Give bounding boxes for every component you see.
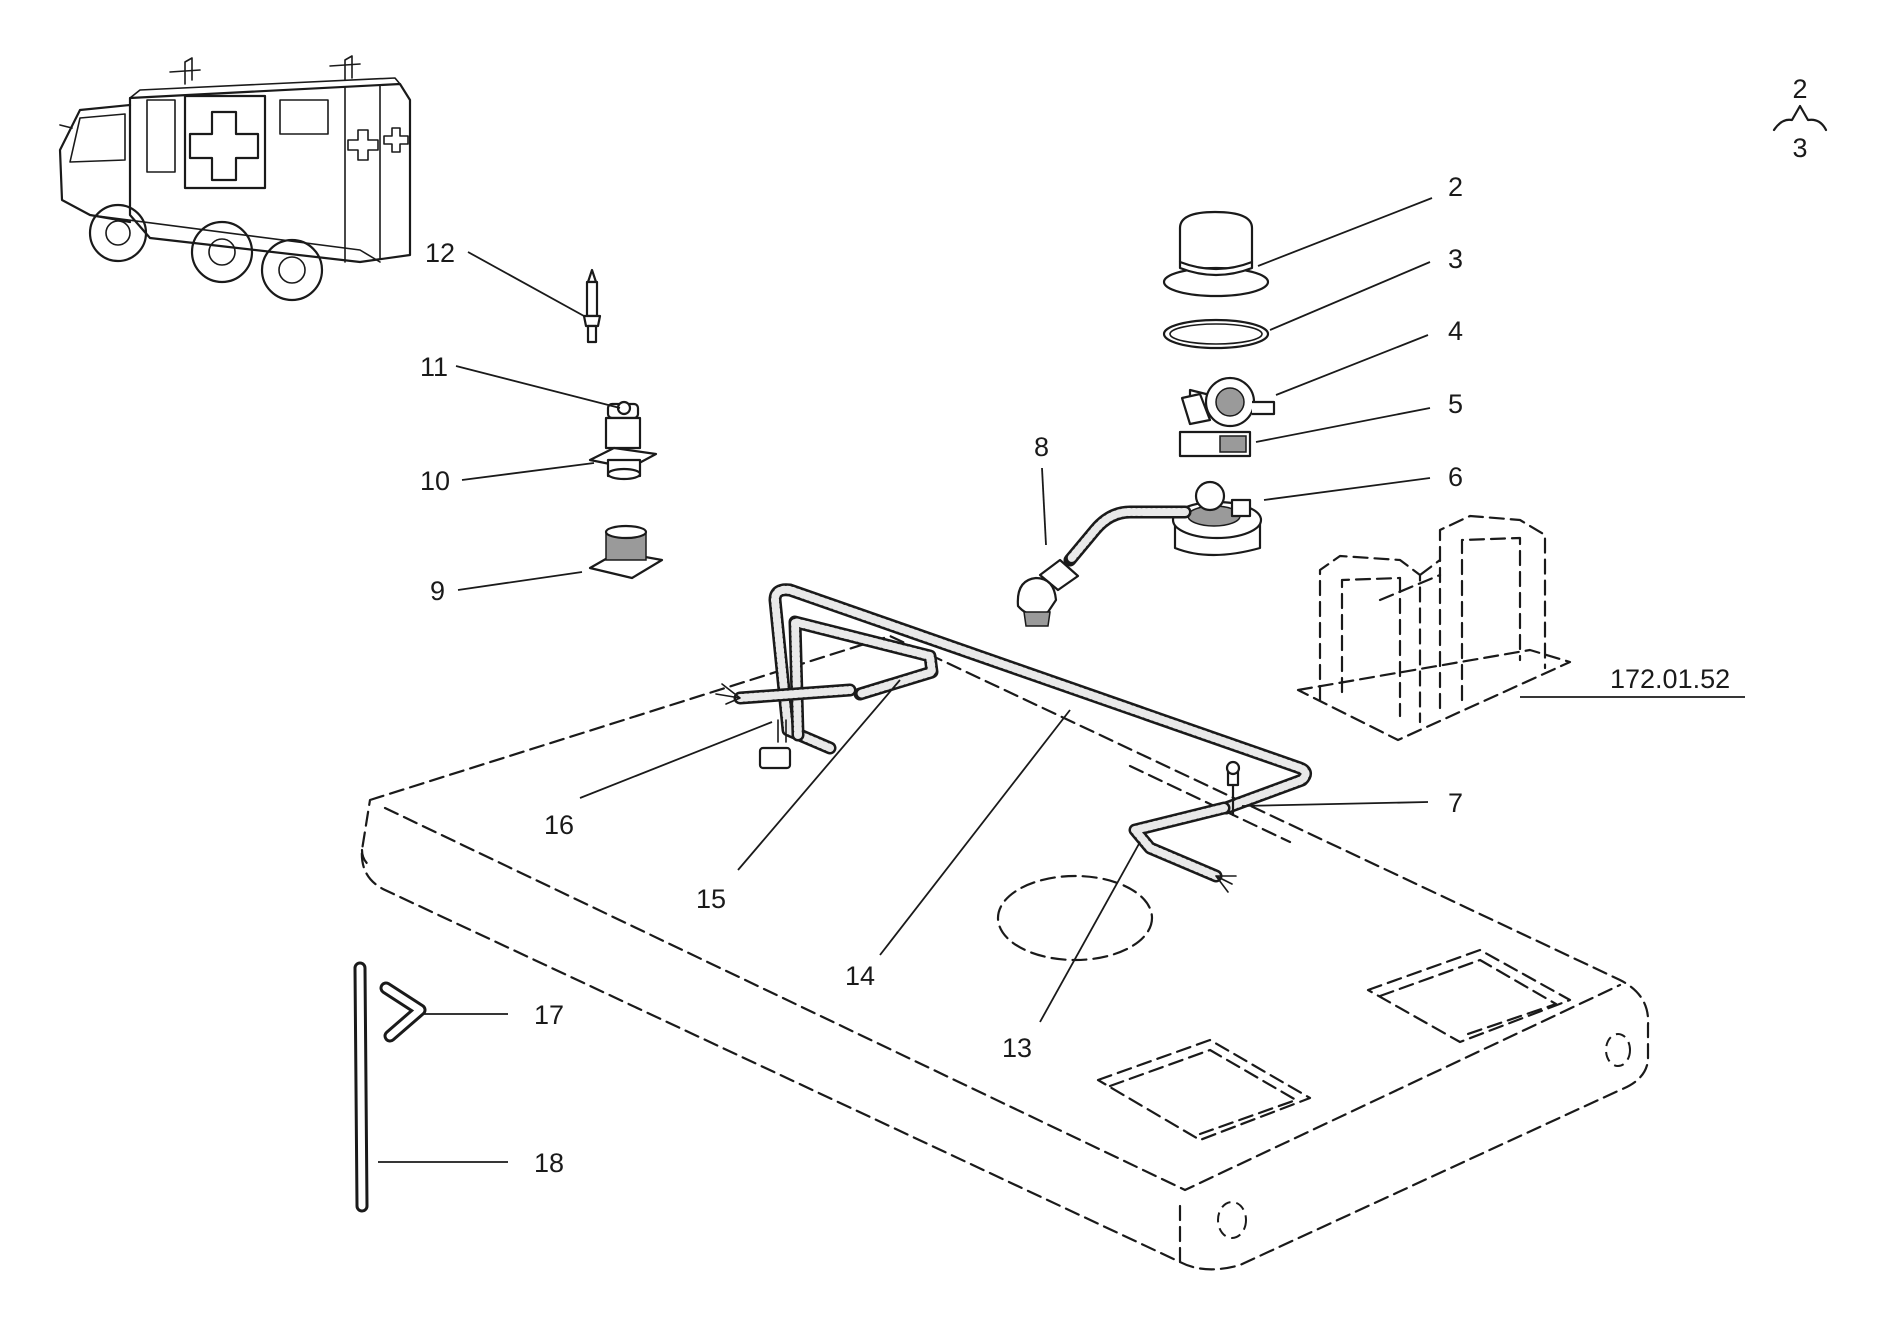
callout-14: 14 — [845, 961, 875, 991]
callout-2: 2 — [1448, 172, 1463, 202]
seal-ring-part-3 — [1162, 318, 1270, 350]
leader-12 — [467, 251, 585, 317]
leader-14 — [879, 709, 1071, 956]
ambulance-vehicle-illustration — [58, 55, 412, 302]
callout-16: 16 — [544, 810, 574, 840]
page-ref-bottom: 3 — [1792, 133, 1807, 163]
motor-housing-part-6 — [1171, 480, 1263, 557]
lamp-unit-part-4 — [1180, 376, 1276, 428]
callout-12: 12 — [425, 238, 455, 268]
leader-3 — [1269, 261, 1431, 331]
leader-6 — [1263, 477, 1431, 501]
leader-13 — [1039, 841, 1141, 1023]
vehicle-roof-outline — [360, 634, 1650, 1271]
reference-label: 172.01.52 — [1610, 664, 1730, 694]
lamp-base-part-5 — [1178, 430, 1252, 458]
leader-10 — [461, 462, 595, 481]
leader-4 — [1275, 334, 1429, 396]
antenna-pin-part-12 — [582, 268, 602, 344]
callout-9: 9 — [430, 576, 445, 606]
callout-5: 5 — [1448, 389, 1463, 419]
leader-15 — [737, 679, 901, 871]
page-reference: 2 3 — [1772, 74, 1828, 163]
cable-harness — [715, 583, 1312, 893]
callout-8: 8 — [1034, 432, 1049, 462]
callout-15: 15 — [696, 884, 726, 914]
base-plate-part-10 — [588, 446, 658, 481]
callout-17: 17 — [534, 1000, 564, 1030]
page-ref-top: 2 — [1792, 74, 1807, 104]
mount-part-9 — [588, 524, 664, 580]
connector-part-11 — [604, 400, 642, 450]
cable-with-plug-part-8 — [1016, 505, 1192, 627]
leader-9 — [457, 571, 583, 591]
callout-7: 7 — [1448, 788, 1463, 818]
leader-8 — [1041, 467, 1047, 546]
bent-tube-part-17 — [379, 981, 427, 1043]
callout-3: 3 — [1448, 244, 1463, 274]
callout-10: 10 — [420, 466, 450, 496]
leader-5 — [1255, 407, 1431, 443]
beacon-dome-part-2 — [1162, 210, 1270, 298]
callout-13: 13 — [1002, 1033, 1032, 1063]
callout-4: 4 — [1448, 316, 1463, 346]
callout-6: 6 — [1448, 462, 1463, 492]
callout-18: 18 — [534, 1148, 564, 1178]
callout-11: 11 — [420, 352, 448, 382]
leader-11 — [455, 365, 621, 409]
straight-tube-part-18 — [353, 961, 369, 1213]
leader-2 — [1257, 197, 1433, 267]
leader-7 — [1241, 801, 1429, 807]
leader-16 — [579, 721, 773, 799]
mounting-frame — [1296, 514, 1572, 742]
